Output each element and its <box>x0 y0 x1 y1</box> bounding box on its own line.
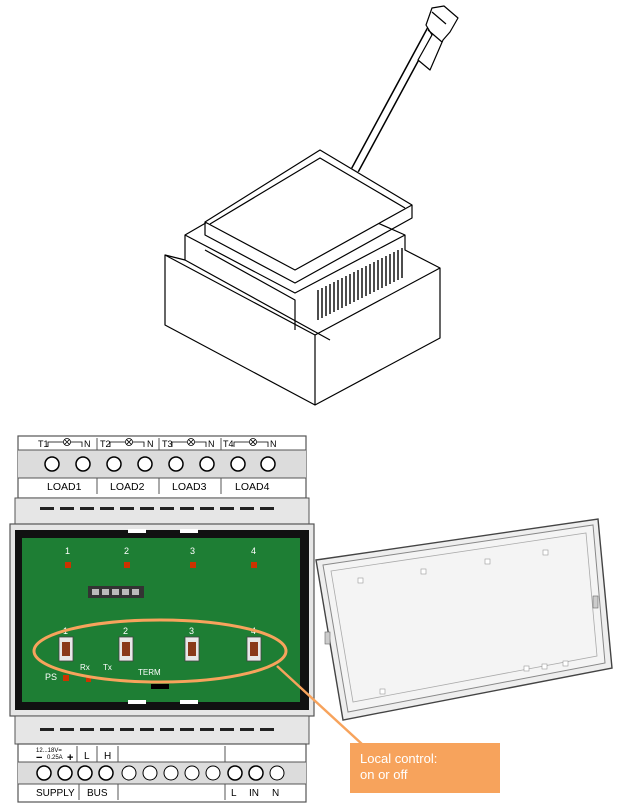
bottom-screw-terminals <box>36 765 285 781</box>
load-label-1: LOAD1 <box>47 481 82 493</box>
callout-line-1: Local control: <box>360 751 438 766</box>
rx-label: Rx <box>80 663 90 672</box>
terminal-n-label-2: N <box>147 439 154 449</box>
local-control-button-4[interactable] <box>246 636 262 662</box>
vent-slots-top <box>40 507 274 510</box>
pin-header <box>88 586 144 598</box>
ps-label: PS <box>45 672 57 682</box>
button-number-3: 3 <box>189 626 194 636</box>
button-number-2: 2 <box>123 626 128 636</box>
supply-spec-line2: 0.25A <box>47 755 63 761</box>
bus-h-label: H <box>104 751 111 762</box>
supply-spec-line1: 12...18V= <box>36 748 62 754</box>
ps-led <box>63 675 69 681</box>
input-in-label: IN <box>249 788 259 799</box>
module-front: T1 T2 T3 T4 N N N N <box>9 435 364 803</box>
vent-slots-bottom <box>40 728 274 731</box>
callout-line-2: on or off <box>360 767 408 782</box>
local-control-highlight <box>32 618 288 684</box>
load-label-3: LOAD3 <box>172 481 207 493</box>
terminal-n-label-4: N <box>270 439 277 449</box>
callout-leader-line <box>276 665 364 746</box>
led-number-1: 1 <box>65 546 70 556</box>
terminal-group-label-t2: T2 <box>100 439 111 449</box>
terminal-n-label-1: N <box>84 439 91 449</box>
housing-illustration <box>164 5 459 406</box>
housing-vents <box>317 248 403 320</box>
top-screw-terminals <box>44 456 276 472</box>
supply-minus: − <box>36 752 42 764</box>
load-label-4: LOAD4 <box>235 481 270 493</box>
bus-label: BUS <box>87 788 108 799</box>
local-control-button-1[interactable] <box>58 636 74 662</box>
input-l-label: L <box>231 788 237 799</box>
rx-led <box>86 677 91 682</box>
supply-label: SUPPLY <box>36 788 75 799</box>
led-number-4: 4 <box>251 546 256 556</box>
removed-cover <box>315 518 613 721</box>
terminal-group-label-t1: T1 <box>38 439 49 449</box>
led-number-2: 2 <box>124 546 129 556</box>
tx-label: Tx <box>103 663 112 672</box>
local-control-button-3[interactable] <box>184 636 200 662</box>
input-n-label: N <box>272 788 279 799</box>
local-control-callout: Local control: on or off <box>350 743 500 793</box>
led-number-3: 3 <box>190 546 195 556</box>
bus-l-label: L <box>84 751 90 762</box>
status-leds <box>65 562 257 568</box>
terminal-group-label-t4: T4 <box>223 439 234 449</box>
lamp-symbol-icons <box>47 438 269 447</box>
terminal-n-label-3: N <box>208 439 215 449</box>
supply-plus: + <box>67 752 73 764</box>
load-label-2: LOAD2 <box>110 481 145 493</box>
screwdriver-icon <box>351 5 459 173</box>
term-label: TERM <box>138 668 161 677</box>
terminal-group-label-t3: T3 <box>162 439 173 449</box>
local-control-button-2[interactable] <box>118 636 134 662</box>
term-jumper <box>151 684 169 689</box>
